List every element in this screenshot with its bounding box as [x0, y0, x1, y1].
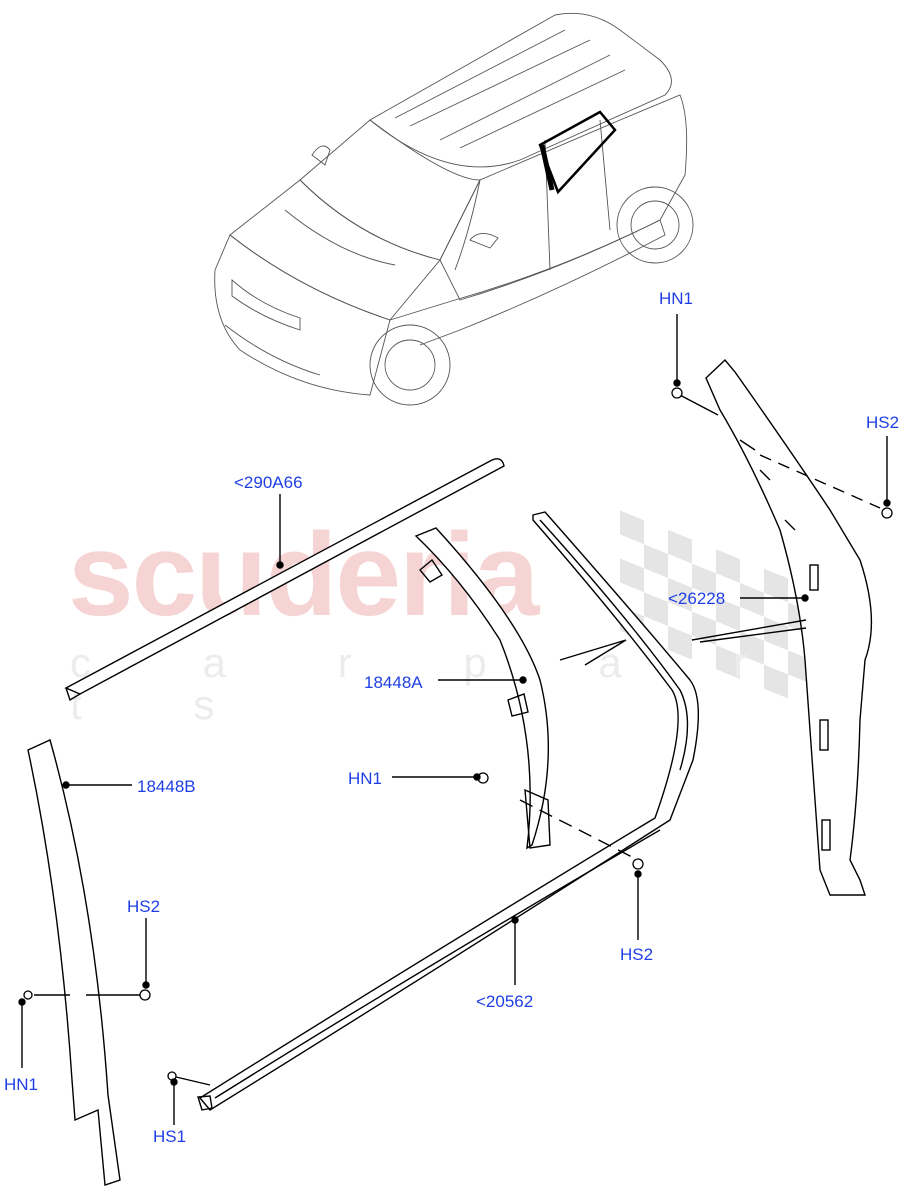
callout-hs1[interactable]: HS1: [153, 1127, 187, 1146]
nut-icon: [671, 387, 683, 399]
watermark-tagline: c a r p a r t s: [70, 639, 798, 728]
highlighted-pillar: [539, 144, 555, 191]
callout-18448b[interactable]: 18448B: [137, 777, 196, 796]
screw-icon: [139, 989, 151, 1001]
callout-20562[interactable]: <20562: [476, 992, 534, 1011]
callout-hs2-left[interactable]: HS2: [127, 897, 161, 916]
highlighted-window-frame: [538, 110, 617, 195]
callout-hn1-bottom[interactable]: HN1: [4, 1075, 39, 1094]
vehicle-overview: [214, 12, 694, 406]
nut-icon: [23, 990, 33, 1000]
rear-door-trim-26228: [705, 358, 873, 896]
pillar-finisher-18448b: [27, 739, 121, 1186]
screw-icon: [881, 507, 893, 519]
belt-moulding-part: [64, 458, 505, 695]
callout-hn1-top[interactable]: HN1: [659, 289, 694, 308]
door-frame-moulding-20562: [198, 511, 699, 1111]
callout-hs2-bottom[interactable]: HS2: [620, 945, 654, 964]
callout-hn1-mid[interactable]: HN1: [348, 769, 383, 788]
screw-icon: [632, 858, 644, 870]
pillar-finisher-18448a: [414, 527, 550, 850]
callout-18448a[interactable]: 18448A: [364, 673, 423, 692]
callout-26228[interactable]: <26228: [668, 589, 726, 608]
callout-hs2-right[interactable]: HS2: [866, 413, 900, 432]
callout-290a66[interactable]: <290A66: [234, 473, 303, 492]
